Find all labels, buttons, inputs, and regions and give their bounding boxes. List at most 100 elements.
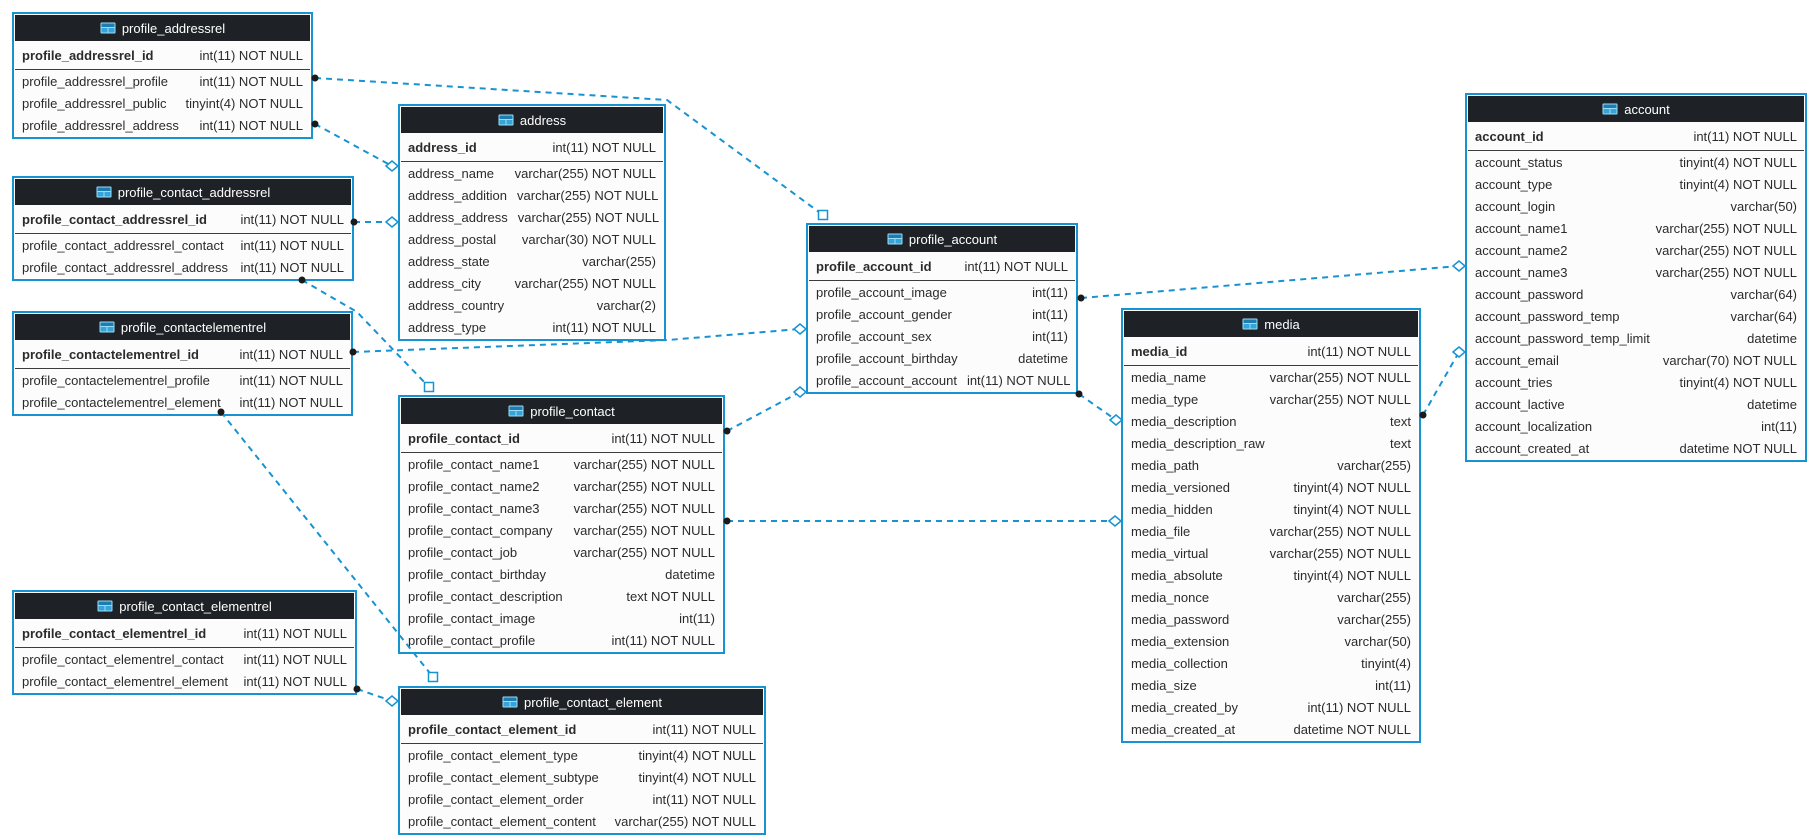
relationship-line-profile_contact_elementrel-profile_contact_element[interactable] (356, 688, 393, 702)
relationship-line-profile_account-media[interactable] (1078, 393, 1117, 421)
table-header-profile_contactelementrel[interactable]: profile_contactelementrel (15, 314, 350, 340)
relationship-line-media-account[interactable] (1422, 351, 1460, 416)
table-header-account[interactable]: account (1468, 96, 1804, 122)
relationship-line-profile_addressrel-address[interactable] (314, 123, 393, 167)
table-header-profile_addressrel[interactable]: profile_addressrel (15, 15, 310, 41)
relationship-line-profile_contact-profile_account[interactable] (726, 391, 801, 432)
table-header-media[interactable]: media (1124, 311, 1418, 337)
table-header-profile_contact_element[interactable]: profile_contact_element (401, 689, 763, 715)
table-header-profile_contact_elementrel[interactable]: profile_contact_elementrel (15, 593, 354, 619)
table-header-address[interactable]: address (401, 107, 663, 133)
relationship-line-profile_account-account[interactable] (1080, 265, 1460, 299)
table-header-profile_contact_addressrel[interactable]: profile_contact_addressrel (15, 179, 351, 205)
table-header-profile_account[interactable]: profile_account (809, 226, 1075, 252)
